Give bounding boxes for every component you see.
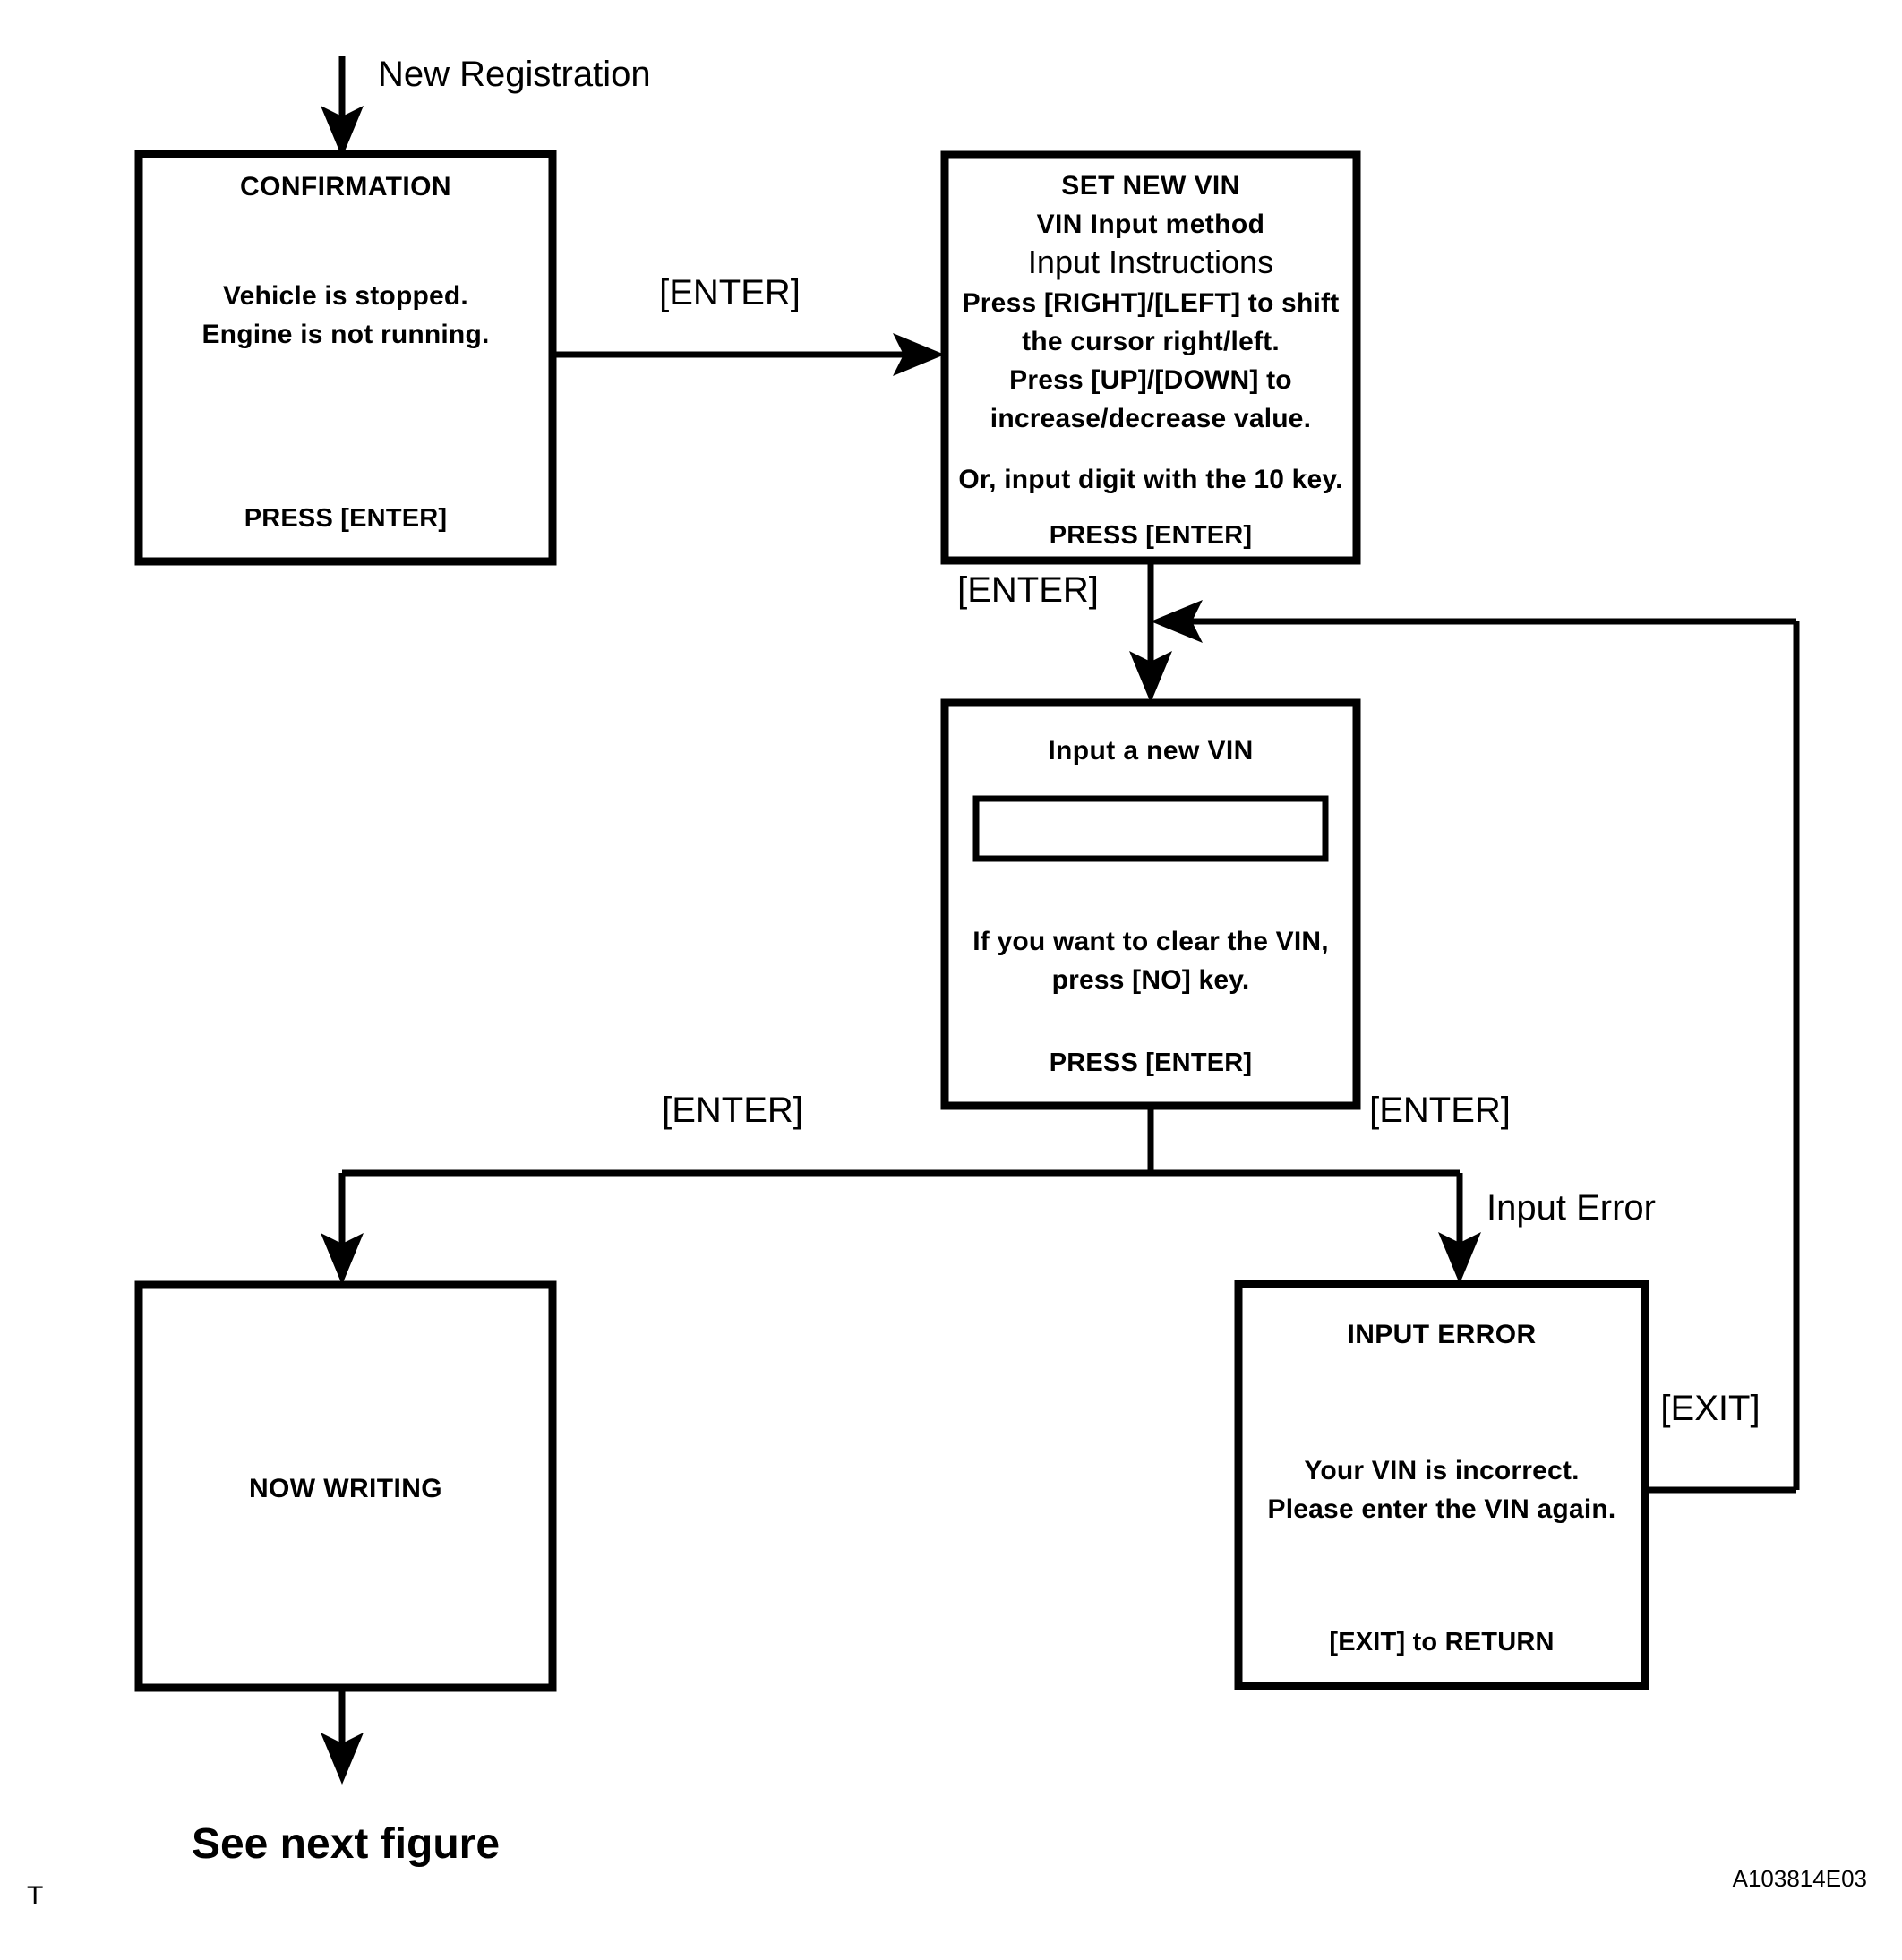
screen-confirmation: CONFIRMATION Vehicle is stopped. Engine … [134, 150, 557, 566]
setvin-line-1: Press [RIGHT]/[LEFT] to shift [963, 288, 1340, 318]
transition-label-enter-3: [ENTER] [662, 1091, 803, 1130]
setvin-line-5: Or, input digit with the 10 key. [958, 465, 1342, 494]
inputvin-line-2: press [NO] key. [1052, 965, 1250, 995]
setvin-subtitle: VIN Input method [1037, 210, 1265, 239]
transition-label-enter-1: [ENTER] [659, 273, 801, 312]
transition-label-enter-4: [ENTER] [1369, 1091, 1511, 1130]
transition-label-enter-2: [ENTER] [957, 570, 1099, 610]
connector-now-writing-to-next [321, 1688, 364, 1785]
entry-arrow [321, 56, 364, 158]
confirmation-footer: PRESS [ENTER] [244, 504, 448, 533]
screen-input-new-vin: Input a new VIN If you want to clear the… [940, 698, 1361, 1110]
setvin-title: SET NEW VIN [1061, 171, 1239, 201]
input-error-line-1: Your VIN is incorrect. [1304, 1456, 1579, 1485]
connector-setvin-to-inputvin [1129, 561, 1172, 703]
input-error-title: INPUT ERROR [1347, 1320, 1536, 1349]
vin-input-field[interactable] [972, 795, 1329, 862]
setvin-heading: Input Instructions [1028, 244, 1273, 280]
connector-error-return-loop [1151, 600, 1800, 1494]
now-writing-title: NOW WRITING [249, 1474, 442, 1503]
corner-mark: T [27, 1881, 43, 1911]
screen-input-error: INPUT ERROR Your VIN is incorrect. Pleas… [1234, 1280, 1649, 1690]
inputvin-footer: PRESS [ENTER] [1050, 1048, 1253, 1077]
inputvin-line-1: If you want to clear the VIN, [972, 927, 1329, 956]
entry-label: New Registration [378, 55, 651, 94]
setvin-line-3: Press [UP]/[DOWN] to [1009, 365, 1292, 395]
confirmation-line-1: Vehicle is stopped. [223, 281, 468, 311]
input-error-footer: [EXIT] to RETURN [1329, 1628, 1554, 1656]
branch-label-input-error: Input Error [1486, 1188, 1656, 1228]
setvin-line-4: increase/decrease value. [990, 404, 1311, 433]
connector-inputvin-branch [321, 1106, 1481, 1285]
screen-set-new-vin: SET NEW VIN VIN Input method Input Instr… [940, 150, 1361, 565]
see-next-figure-caption: See next figure [192, 1820, 500, 1868]
setvin-footer: PRESS [ENTER] [1050, 521, 1253, 550]
input-error-line-2: Please enter the VIN again. [1268, 1494, 1616, 1524]
screen-now-writing: NOW WRITING [134, 1280, 557, 1692]
setvin-line-2: the cursor right/left. [1022, 327, 1280, 356]
connector-confirmation-to-setvin [553, 333, 945, 376]
confirmation-line-2: Engine is not running. [201, 320, 489, 349]
inputvin-title: Input a new VIN [1048, 736, 1253, 766]
figure-code: A103814E03 [1733, 1865, 1867, 1892]
confirmation-title: CONFIRMATION [240, 172, 451, 201]
transition-label-exit: [EXIT] [1660, 1389, 1760, 1428]
